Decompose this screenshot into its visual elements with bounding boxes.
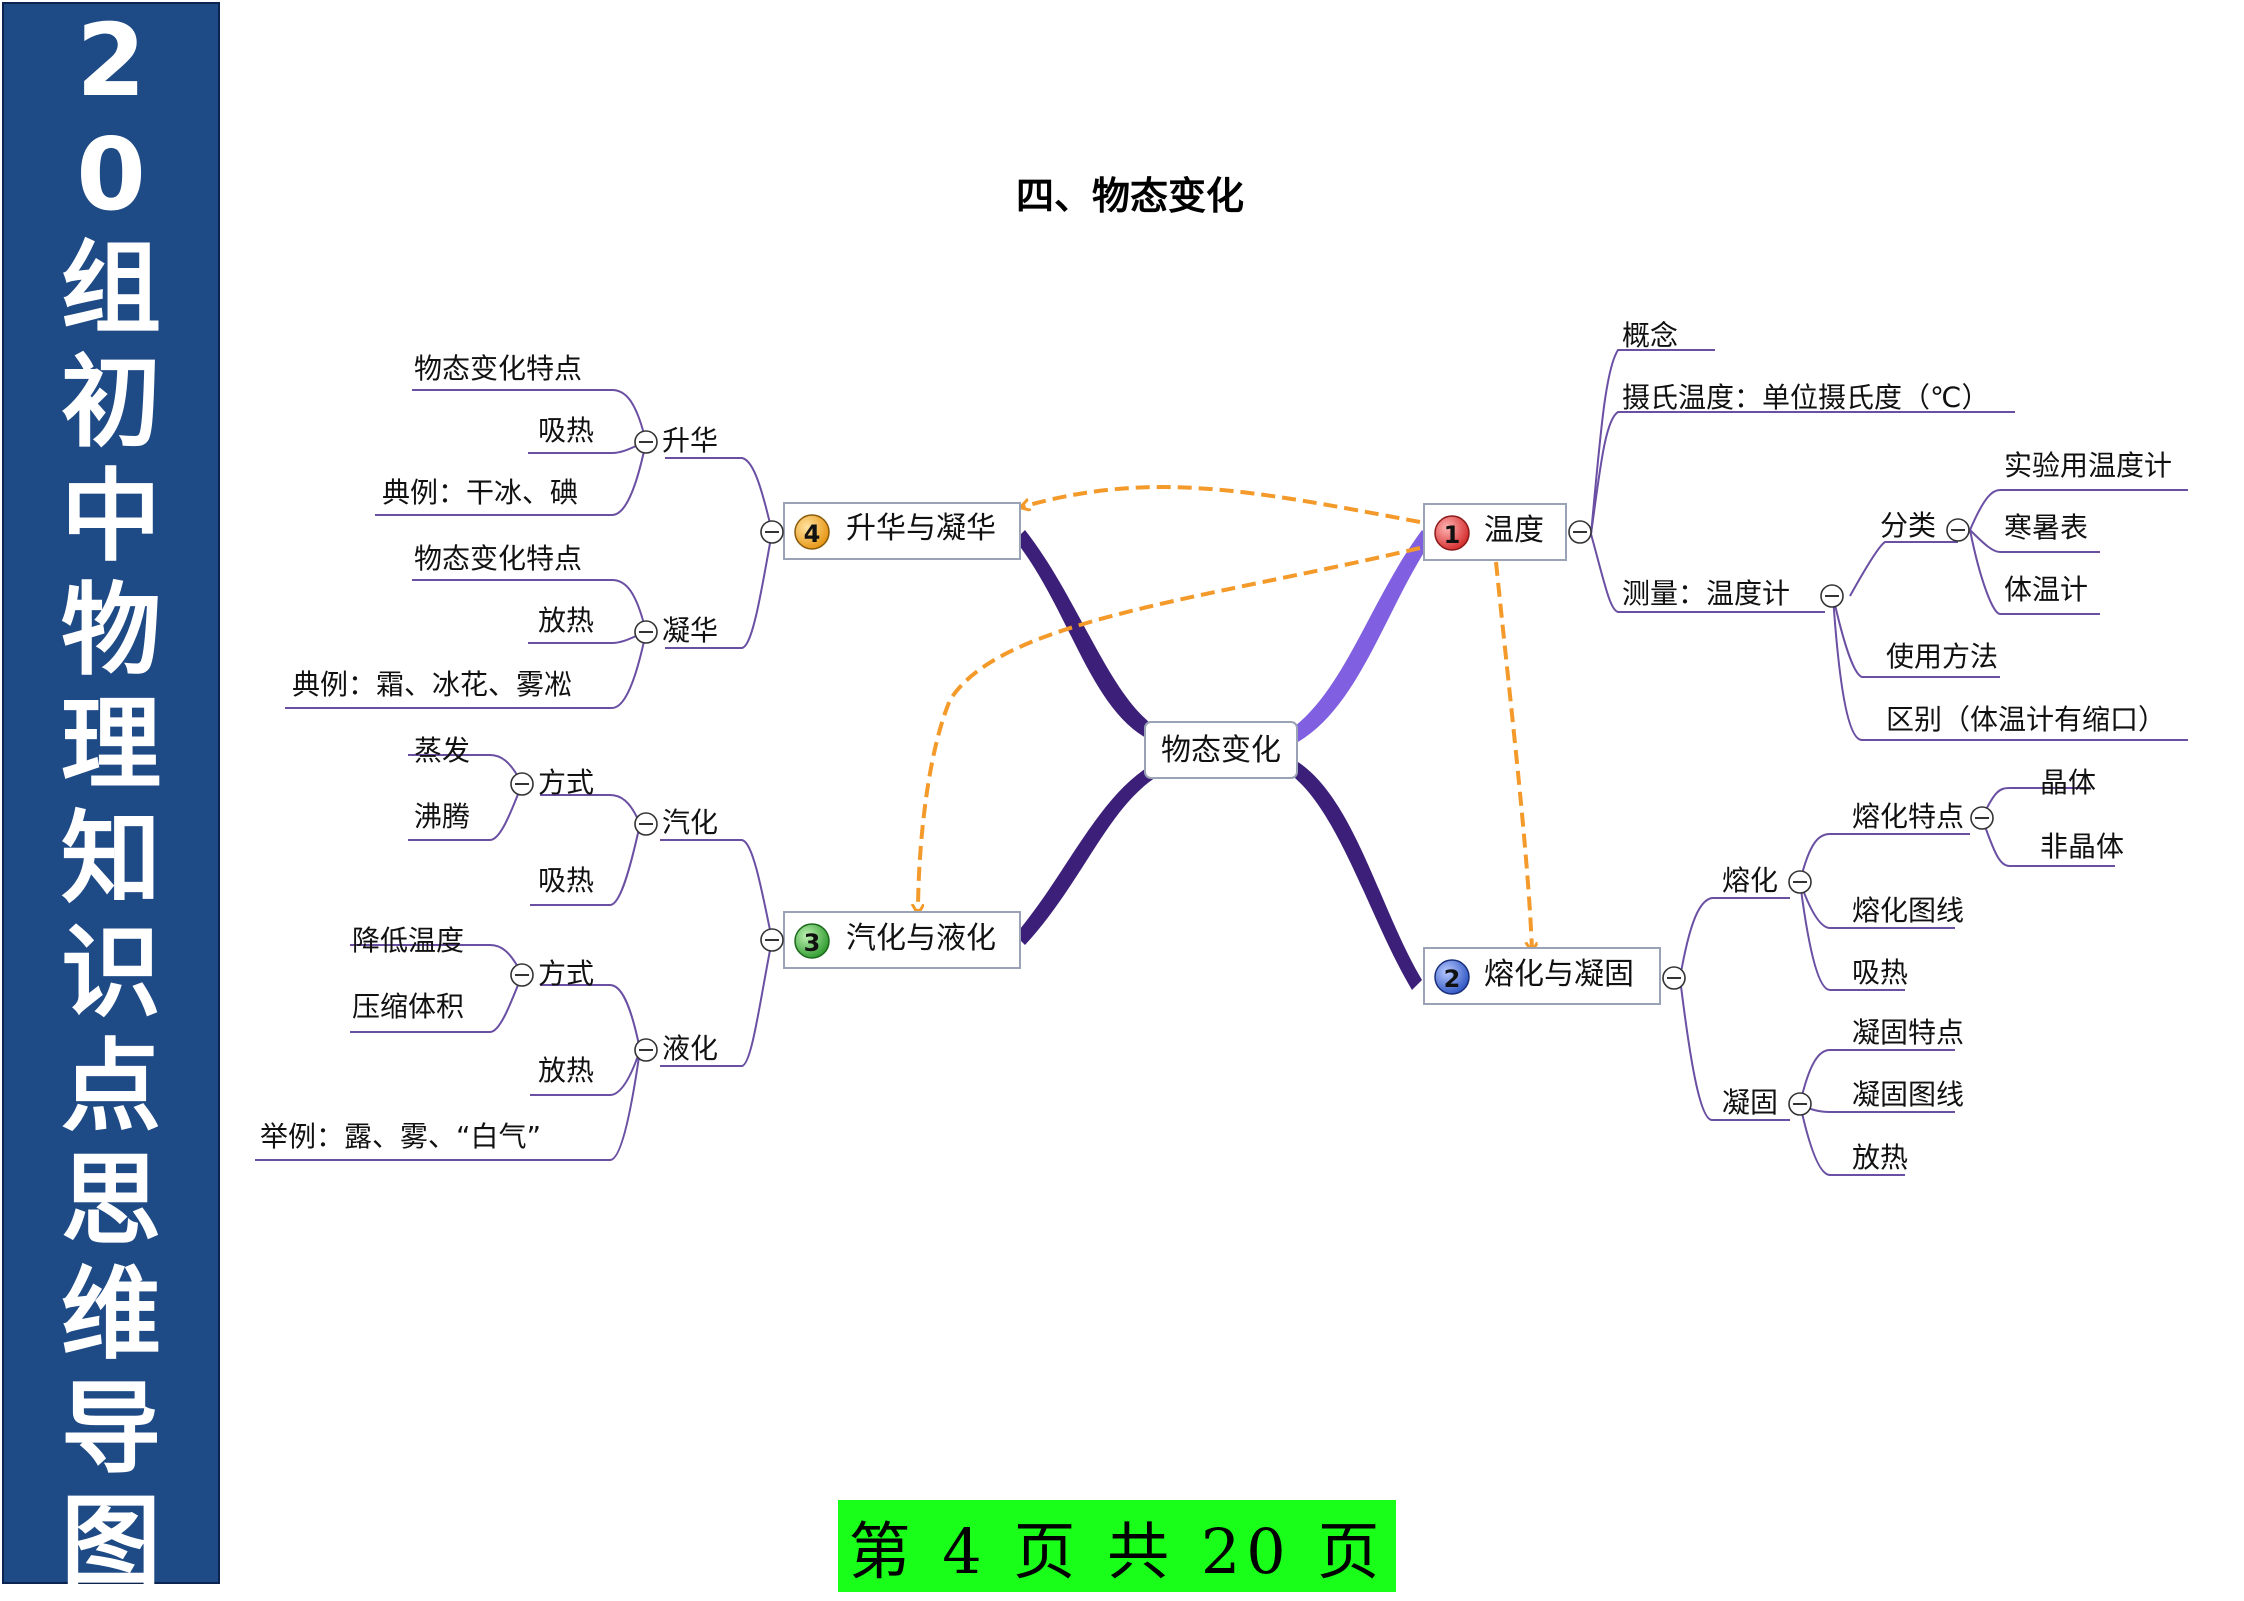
- sidebar-title: 2 0 组 初 中 物 理 知 识 点 思 维 导 图: [4, 2, 218, 1600]
- node-boil[interactable]: 沸腾: [414, 800, 470, 833]
- center-node-label: 物态变化: [1161, 733, 1281, 768]
- branch-node-1[interactable]: 1 温度: [1423, 503, 1567, 561]
- node-melting[interactable]: 熔化: [1722, 864, 1778, 897]
- branch-3-label: 汽化与液化: [846, 921, 996, 956]
- badge-number: 4: [804, 520, 821, 548]
- branch-4-label: 升华与凝华: [846, 511, 996, 546]
- collapse-toggle-b2[interactable]: [1662, 966, 1686, 990]
- branch-1-label: 温度: [1484, 513, 1544, 548]
- node-vapor-absorb-heat[interactable]: 吸热: [538, 864, 594, 897]
- connector-center-b2: [1290, 762, 1422, 990]
- branch-2-lines: [1679, 787, 2115, 1176]
- node-body-thermometer[interactable]: 体温计: [2004, 573, 2088, 606]
- node-solidify-release-heat[interactable]: 放热: [1852, 1141, 1908, 1174]
- node-sublimation[interactable]: 升华: [662, 424, 718, 457]
- sidebar-char: 组: [61, 230, 161, 347]
- collapse-toggle-deposition[interactable]: [634, 620, 658, 644]
- node-dep-features[interactable]: 物态变化特点: [414, 542, 582, 575]
- collapse-toggle-measure[interactable]: [1820, 584, 1844, 608]
- badge-number: 3: [804, 929, 821, 957]
- node-vaporize[interactable]: 汽化: [662, 806, 718, 839]
- node-melt-absorb-heat[interactable]: 吸热: [1852, 956, 1908, 989]
- node-sub-examples[interactable]: 典例：干冰、碘: [382, 476, 578, 509]
- connector-center-b3: [1015, 760, 1165, 945]
- sidebar-char: 初: [61, 344, 161, 461]
- relation-arrow-b1-b4: [1022, 485, 1421, 524]
- sidebar-char: 图: [61, 1484, 161, 1601]
- badge-number: 2: [1444, 965, 1461, 993]
- badge-number-icon: [1434, 515, 1470, 551]
- collapse-toggle-classify[interactable]: [1946, 518, 1970, 542]
- sidebar-char: 理: [61, 686, 161, 803]
- collapse-toggle-vaporize[interactable]: [634, 812, 658, 836]
- relation-arrow-b1-b3: [918, 546, 1421, 912]
- node-room-thermometer[interactable]: 寒暑表: [2004, 511, 2088, 544]
- node-difference[interactable]: 区别（体温计有缩口）: [1886, 703, 2166, 736]
- badge-number-icon: [794, 514, 830, 550]
- collapse-toggle-sublimation[interactable]: [634, 430, 658, 454]
- page-title: 四、物态变化: [1015, 174, 1244, 218]
- branch-node-3[interactable]: 3 汽化与液化: [783, 911, 1021, 969]
- branch-1-lines: [1590, 349, 2188, 741]
- node-liquefy-release-heat[interactable]: 放热: [538, 1054, 594, 1087]
- node-method1[interactable]: 方式: [538, 766, 594, 799]
- relation-arrow-b1-b2: [1494, 561, 1532, 950]
- node-sub-absorb-heat[interactable]: 吸热: [538, 414, 594, 447]
- node-evaporate[interactable]: 蒸发: [414, 734, 470, 767]
- branch-node-4[interactable]: 4 升华与凝华: [783, 502, 1021, 560]
- badge-number-icon: [794, 923, 830, 959]
- sidebar-char: 2: [76, 2, 146, 119]
- branch-2-label: 熔化与凝固: [1484, 957, 1634, 992]
- node-concept[interactable]: 概念: [1622, 319, 1678, 352]
- node-compress[interactable]: 压缩体积: [352, 990, 464, 1023]
- connector-center-b1: [1290, 530, 1432, 742]
- sidebar-char: 思: [61, 1142, 161, 1259]
- connector-center-b4: [1015, 530, 1160, 740]
- node-usage[interactable]: 使用方法: [1886, 640, 1998, 673]
- collapse-toggle-b3[interactable]: [760, 928, 784, 952]
- sidebar-banner: 2 0 组 初 中 物 理 知 识 点 思 维 导 图: [2, 2, 220, 1600]
- collapse-toggle-b1[interactable]: [1568, 520, 1592, 544]
- branch-node-2[interactable]: 2 熔化与凝固: [1423, 947, 1661, 1005]
- node-sub-features[interactable]: 物态变化特点: [414, 352, 582, 385]
- sidebar-char: 知: [61, 800, 161, 917]
- collapse-toggle-melting[interactable]: [1788, 870, 1812, 894]
- node-melting-features[interactable]: 熔化特点: [1852, 800, 1964, 833]
- sidebar-char: 识: [61, 914, 161, 1031]
- page-counter: 第 4 页 共 20 页: [838, 1500, 1396, 1592]
- node-deposition[interactable]: 凝华: [662, 614, 718, 647]
- sidebar-char: 导: [61, 1370, 161, 1487]
- node-melting-graph[interactable]: 熔化图线: [1852, 894, 1964, 927]
- sidebar-char: 维: [61, 1256, 161, 1373]
- sidebar-char: 中: [61, 458, 161, 575]
- node-liquefy-examples[interactable]: 举例：露、雾、“白气”: [260, 1120, 541, 1153]
- collapse-toggle-liquefy[interactable]: [634, 1038, 658, 1062]
- node-solidify[interactable]: 凝固: [1722, 1086, 1778, 1119]
- node-method2[interactable]: 方式: [538, 957, 594, 990]
- collapse-toggle-method2[interactable]: [510, 963, 534, 987]
- collapse-toggle-b4[interactable]: [760, 520, 784, 544]
- badge-number-icon: [1434, 959, 1470, 995]
- node-lower-temp[interactable]: 降低温度: [352, 924, 464, 957]
- node-solidify-graph[interactable]: 凝固图线: [1852, 1078, 1964, 1111]
- node-measure[interactable]: 测量：温度计: [1622, 577, 1790, 610]
- center-node[interactable]: 物态变化: [1144, 721, 1298, 779]
- node-liquefy[interactable]: 液化: [662, 1032, 718, 1065]
- sidebar-char: 物: [61, 572, 161, 689]
- node-amorphous[interactable]: 非晶体: [2040, 830, 2124, 863]
- collapse-toggle-method1[interactable]: [510, 772, 534, 796]
- node-dep-examples[interactable]: 典例：霜、冰花、雾凇: [292, 668, 572, 701]
- collapse-toggle-solidify[interactable]: [1788, 1092, 1812, 1116]
- node-dep-release-heat[interactable]: 放热: [538, 604, 594, 637]
- badge-number: 1: [1444, 521, 1461, 549]
- collapse-toggle-melt-features[interactable]: [1970, 806, 1994, 830]
- sidebar-char: 点: [61, 1028, 161, 1145]
- sidebar-char: 0: [76, 116, 146, 233]
- node-classify[interactable]: 分类: [1880, 509, 1936, 542]
- node-solidify-features[interactable]: 凝固特点: [1852, 1016, 1964, 1049]
- node-celsius[interactable]: 摄氏温度：单位摄氏度（℃）: [1622, 381, 1989, 414]
- node-lab-thermometer[interactable]: 实验用温度计: [2004, 449, 2172, 482]
- node-crystal[interactable]: 晶体: [2040, 766, 2096, 799]
